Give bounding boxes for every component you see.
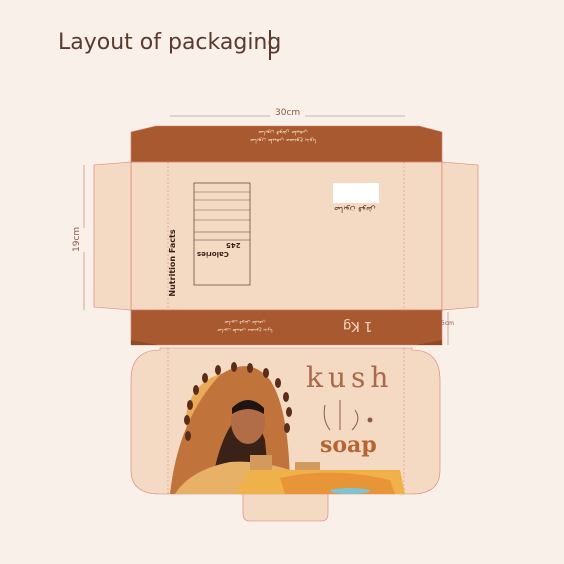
- nutrition-facts-block: [193, 182, 251, 286]
- nutrition-title: Nutrition Facts: [168, 229, 177, 297]
- weight-label: 1 Kg: [343, 318, 373, 333]
- calories-value: 245: [226, 241, 241, 249]
- lid-arabic-brand: صابون قوش: [334, 205, 376, 214]
- decorative-ring: [184, 362, 292, 441]
- width-dimension-label: 30cm: [275, 108, 301, 118]
- brand-soap: soap: [320, 432, 377, 458]
- front-illustration: [170, 366, 405, 494]
- bottom-tab: [242, 493, 329, 522]
- left-lid-wing: [93, 161, 132, 311]
- title-cursor-bar: [269, 30, 271, 60]
- depth-dimension-label: 5cm: [441, 320, 454, 327]
- barcode-box: [333, 183, 379, 203]
- lid-panel: [130, 161, 443, 311]
- brand-kush: kush: [306, 361, 394, 394]
- right-lid-wing: [441, 161, 479, 311]
- soap-ornament-icon: [323, 400, 373, 431]
- page-title: Layout of packaging: [58, 30, 282, 55]
- calories-label: Calories: [197, 250, 229, 258]
